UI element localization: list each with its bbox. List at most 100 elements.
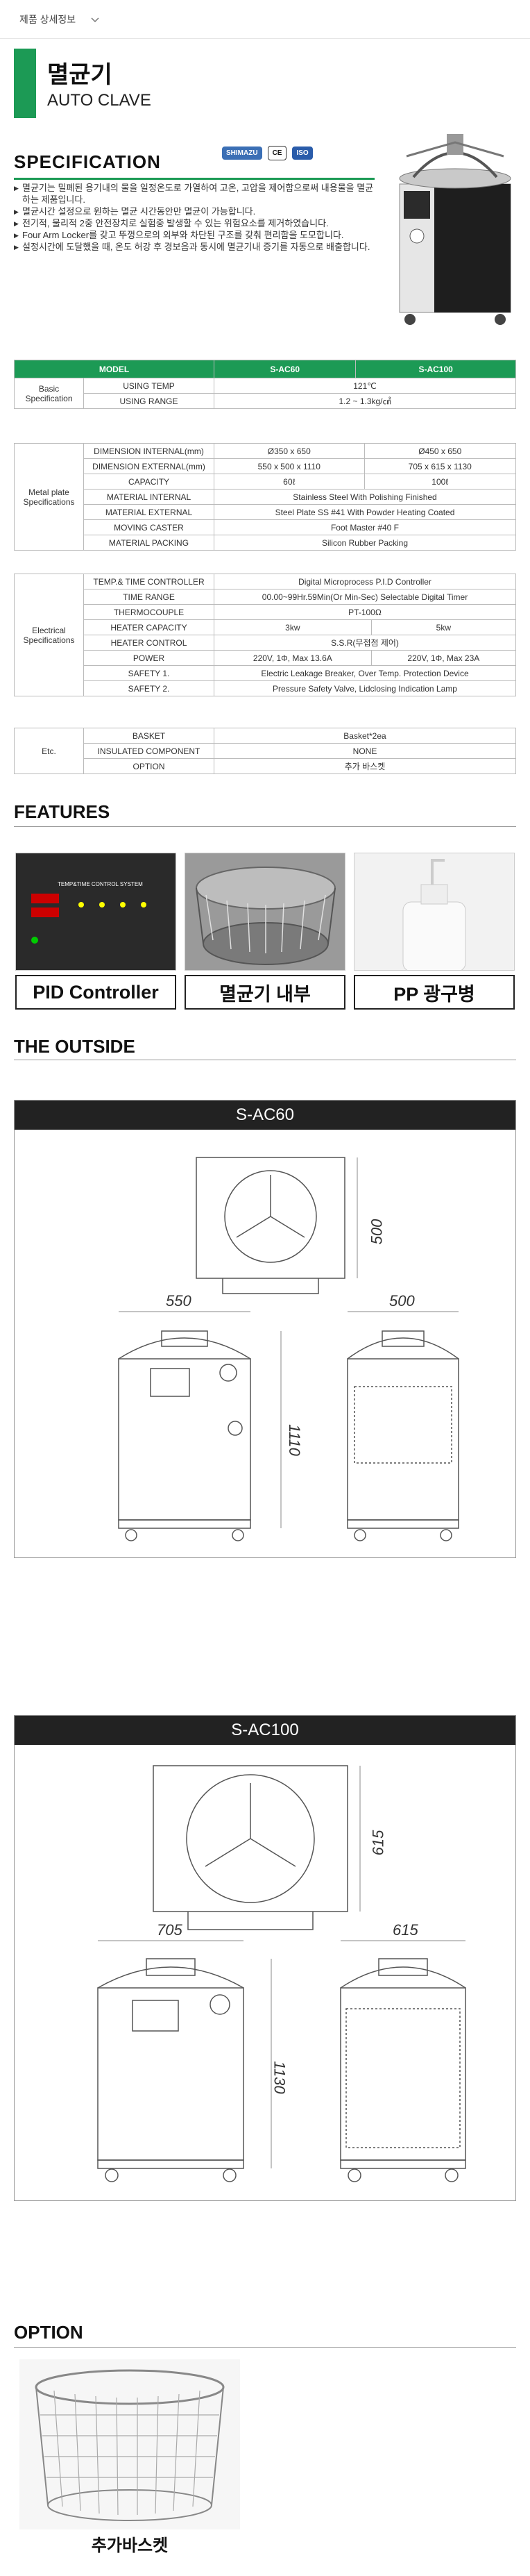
row-label: MATERIAL PACKING (83, 535, 214, 551)
option-heading: OPTION (14, 2322, 83, 2343)
display-icon (31, 894, 59, 903)
row-value-a: 550 x 500 x 1110 (214, 458, 365, 474)
row-value: Pressure Safety Valve, Lidclosing Indica… (214, 680, 516, 696)
dimension-label: 500 (389, 1292, 415, 1310)
features-divider (14, 826, 516, 827)
row-value: 추가 바스켓 (214, 758, 516, 774)
bullet-item: 설정시간에 도달했을 때, 온도 허강 후 경보음과 동시에 멸균기내 증기를 … (14, 241, 375, 253)
led-icon (31, 937, 38, 944)
technical-drawing-s-ac60 (118, 1157, 459, 1541)
chevron-down-icon[interactable] (91, 15, 99, 24)
top-tab-bar: 제품 상세정보 (0, 0, 530, 39)
features-heading: FEATURES (14, 801, 110, 822)
row-label: OPTION (83, 758, 214, 774)
ce-logo: CE (267, 146, 287, 160)
row-value-b: 100ℓ (364, 474, 517, 490)
row-label: TIME RANGE (83, 589, 214, 605)
bullet-item: 전기적, 물리적 2중 안전장치로 실험중 발생할 수 있는 위험요소를 제거하… (14, 217, 375, 230)
row-label: SAFETY 2. (83, 680, 214, 696)
shimazu-logo: SHIMAZU (222, 147, 262, 160)
row-value: Steel Plate SS #41 With Powder Heating C… (214, 504, 516, 520)
spec-table-etc: Etc. BASKET Basket*2ea INSULATED COMPONE… (14, 728, 516, 774)
specification-heading: SPECIFICATION (14, 151, 161, 172)
title-accent-bar (14, 49, 36, 118)
row-label: TEMP.& TIME CONTROLLER (83, 574, 214, 589)
interior-image (185, 853, 345, 971)
dimension-label: 705 (157, 1921, 182, 1939)
feature-card-interior: 멸균기 내부 (185, 853, 345, 1012)
group-electrical: Electrical Specifications (14, 574, 84, 696)
row-label: THERMOCOUPLE (83, 604, 214, 620)
header-model: MODEL (14, 360, 214, 378)
row-value: PT-100Ω (214, 604, 516, 620)
display-icon (31, 908, 59, 917)
row-value-a: Ø350 x 650 (214, 443, 365, 459)
bottle-icon (402, 859, 466, 970)
bullet-item: Four Arm Locker를 갖고 뚜껑으로의 외부와 차단된 구조를 갖춰… (14, 229, 375, 242)
row-value-a: 220V, 1Φ, Max 13.6A (214, 650, 372, 666)
row-value-b: Ø450 x 650 (364, 443, 517, 459)
row-label: INSULATED COMPONENT (83, 743, 214, 759)
row-value: Electric Leakage Breaker, Over Temp. Pro… (214, 665, 516, 681)
feature-label: 멸균기 내부 (185, 975, 345, 1010)
dimension-label: 500 (368, 1219, 386, 1245)
led-icon (120, 902, 126, 908)
product-name-ko: 멸균기 (47, 62, 112, 88)
dimension-label: 1110 (285, 1424, 303, 1456)
row-value-a: 60ℓ (214, 474, 365, 490)
dimension-label: 615 (393, 1921, 418, 1939)
bullet-item: 멸균시간 설정으로 원하는 멸균 시간동안만 멸균이 가능합니다. (14, 206, 375, 218)
basket-icon (196, 867, 336, 965)
spec-table-electrical: Electrical Specifications TEMP.& TIME CO… (14, 574, 517, 696)
certification-logos: SHIMAZU CE ISO (222, 146, 313, 160)
outside-heading: THE OUTSIDE (14, 1036, 135, 1057)
row-label: MOVING CASTER (83, 519, 214, 535)
group-etc: Etc. (14, 728, 84, 774)
row-value: 00.00~99Hr.59Min(Or Min-Sec) Selectable … (214, 589, 516, 605)
dimension-label: 615 (369, 1830, 387, 1856)
feature-label: PP 광구병 (354, 975, 515, 1010)
autoclave-photo (399, 134, 511, 325)
group-basic: Basic Specification (14, 378, 84, 409)
spec-table-metal: Metal plate Specifications DIMENSION INT… (14, 443, 517, 551)
iso-logo: ISO (292, 147, 313, 160)
row-value-a: 3kw (214, 619, 372, 635)
drawing-title: S-AC60 (15, 1101, 515, 1130)
feature-card-bottle: PP 광구병 (354, 853, 515, 1012)
row-value-b: 5kw (370, 619, 517, 635)
row-value: Silicon Rubber Packing (214, 535, 516, 551)
tab-product-detail[interactable]: 제품 상세정보 (19, 13, 76, 25)
row-label: SAFETY 1. (83, 665, 214, 681)
led-icon (141, 902, 146, 908)
row-label: MATERIAL INTERNAL (83, 489, 214, 505)
header-model-b: S-AC100 (355, 360, 516, 378)
technical-drawing-s-ac100 (97, 1765, 466, 2182)
feature-bullets: 멸균기는 밀폐된 용기내의 물을 일정온도로 가열하여 고온, 고압을 제어함으… (14, 182, 375, 253)
pid-controller-image: TEMP&TIME CONTROL SYSTEM (15, 853, 176, 971)
bullet-item: 멸균기는 밀폐된 용기내의 물을 일정온도로 가열하여 고온, 고압을 제어함으… (14, 182, 375, 206)
row-label: CAPACITY (83, 474, 214, 490)
row-label: DIMENSION INTERNAL(mm) (83, 443, 214, 459)
bottle-image (354, 853, 515, 971)
drawing-box-s-ac60: S-AC60 (14, 1100, 516, 1558)
drawing-title: S-AC100 (15, 1716, 515, 1745)
row-value: Stainless Steel With Polishing Finished (214, 489, 516, 505)
row-value: Foot Master #40 F (214, 519, 516, 535)
led-icon (99, 902, 105, 908)
group-metal: Metal plate Specifications (14, 443, 84, 551)
row-label: BASKET (83, 728, 214, 744)
feature-label: PID Controller (15, 975, 176, 1010)
product-title-block: 멸균기 AUTO CLAVE (14, 49, 151, 118)
panel-text: TEMP&TIME CONTROL SYSTEM (58, 881, 143, 887)
dimension-label: 550 (166, 1292, 191, 1310)
row-label: HEATER CONTROL (83, 635, 214, 651)
drawing-box-s-ac100: S-AC100 615 (14, 1715, 516, 2201)
row-label: MATERIAL EXTERNAL (83, 504, 214, 520)
row-value: 121℃ (214, 378, 516, 394)
feature-card-pid: TEMP&TIME CONTROL SYSTEM PID Controller (15, 853, 176, 1012)
header-model-a: S-AC60 (213, 360, 357, 378)
spec-table-basic: MODEL S-AC60 S-AC100 Basic Specification… (14, 360, 516, 409)
basket-image (19, 2359, 240, 2529)
row-value: S.S.R(무접점 제어) (214, 635, 516, 651)
row-label: HEATER CAPACITY (83, 619, 214, 635)
